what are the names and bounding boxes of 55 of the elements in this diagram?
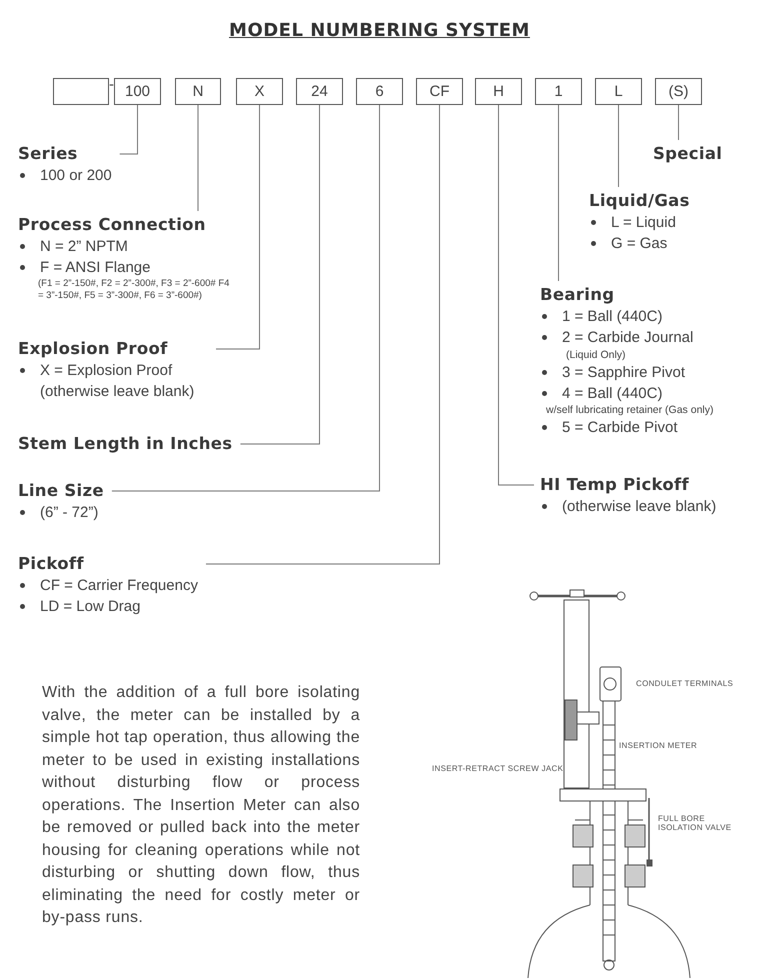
code-box: (S) [655,78,702,105]
option-item: 3 = Sapphire Pivot [540,362,714,383]
option-item: 100 or 200 [18,165,112,186]
leader-line [119,104,138,154]
code-box: H [475,78,522,105]
code-box: X [236,78,283,105]
section-heading: Explosion Proof [18,338,169,360]
option-item: N = 2” NPTM [18,236,236,257]
blank-code-box [53,78,109,105]
section-heading: Bearing [540,284,616,306]
option-item: 5 = Carbide Pivot [540,417,714,438]
option-item: X = Explosion Proof (otherwise leave blank) [18,360,208,402]
option-item: 2 = Carbide Journal [540,327,714,348]
leader-line [240,104,320,444]
code-box: N [175,78,221,105]
code-box: L [595,78,642,105]
option-item: LD = Low Drag [18,596,198,617]
option-note: w/self lubricating retainer (Gas only) [545,404,714,417]
code-box: 6 [356,78,403,105]
option-item: L = Liquid [589,212,690,233]
leader-line [558,104,559,282]
section-heading: HI Temp Pickoff [540,474,690,496]
code-box: 100 [114,78,161,105]
leader-line [498,104,534,486]
option-item: (6” - 72”) [18,502,104,523]
section-heading: Liquid/Gas [589,190,690,212]
option-item: G = Gas [589,233,690,254]
option-item: (otherwise leave blank) [540,496,716,517]
section-heading: Pickoff [18,553,85,575]
part-label: FULL BORE ISOLATION VALVE [658,814,732,832]
leader-line [111,104,380,492]
section-heading: Line Size [18,480,104,502]
leader-line [205,104,440,564]
option-item: 4 = Ball (440C) [540,383,714,404]
option-note: (Liquid Only) [565,348,627,362]
section-heading: Process Connection [18,214,207,236]
option-item: F = ANSI Flange [18,257,236,278]
option-item: 1 = Ball (440C) [540,306,714,327]
leader-line [618,104,619,188]
option-item: CF = Carrier Frequency [18,575,198,596]
part-label: INSERTION METER [619,741,698,750]
section-heading: Special [653,143,722,165]
description-paragraph: With the addition of a full bore isolating valve, the meter can be installed by a simple hot tap operation, thus allowing the meter to be used in existing installations without disturbing flow or process operations. The Insertion Meter can also be removed or pulled back into the meter housing for cleaning operations while not disturbing or shutting down flow, thus eliminating the need for costly meter or by-pass runs. [42,683,360,928]
separator-dash: - [109,76,114,93]
leader-line [678,104,679,140]
code-box: 1 [535,78,582,105]
option-note: (F1 = 2”-150#, F2 = 2”-300#, F3 = 2”-600# F4 = 3”-150#, F5 = 3”-300#, F6 = 3”-600#) [37,278,230,302]
part-label: INSERT-RETRACT SCREW JACK [432,764,564,773]
leader-line [216,104,260,350]
code-box: CF [416,78,463,105]
code-box: 24 [296,78,343,105]
section-heading: Series [18,143,79,165]
title: MODEL NUMBERING SYSTEM [228,20,531,41]
part-label: CONDULET TERMINALS [636,679,734,688]
section-heading: Stem Length in Inches [18,433,232,455]
